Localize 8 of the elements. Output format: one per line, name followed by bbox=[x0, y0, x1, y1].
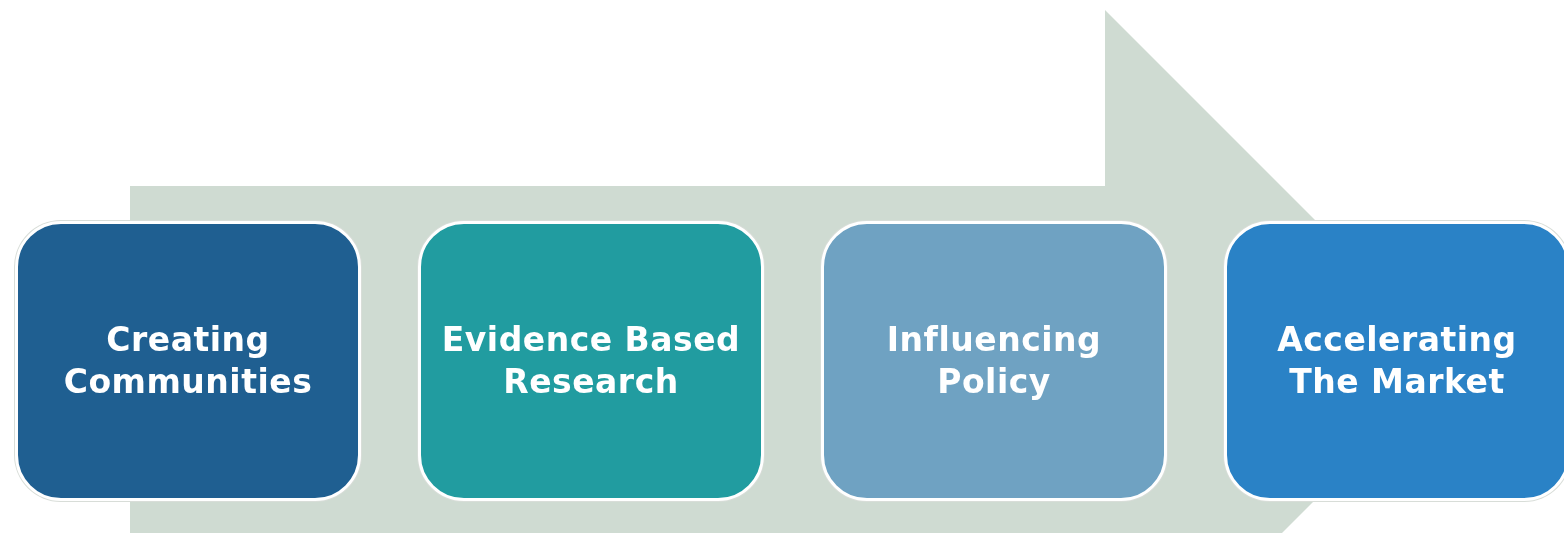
step-label: Accelerating The Market bbox=[1276, 319, 1518, 403]
step-label: Influencing Policy bbox=[885, 319, 1103, 403]
process-box bbox=[1224, 221, 1564, 501]
step-label: Evidence Based Research bbox=[440, 319, 742, 403]
process-box bbox=[418, 221, 764, 501]
step-label: Creating Communities bbox=[62, 319, 314, 403]
process-box bbox=[15, 221, 361, 501]
process-box bbox=[821, 221, 1167, 501]
